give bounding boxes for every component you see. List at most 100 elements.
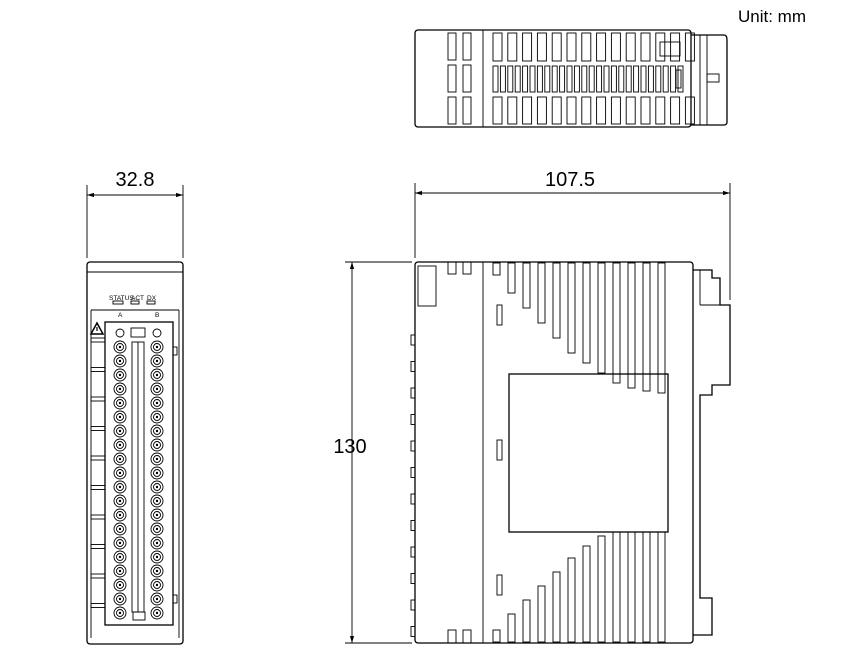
vent-slot bbox=[552, 571, 561, 643]
terminal-screw bbox=[150, 522, 164, 536]
vent-slot bbox=[507, 96, 518, 125]
vent-slot bbox=[507, 32, 518, 62]
terminal-screw bbox=[113, 592, 127, 606]
side-rib bbox=[410, 440, 416, 452]
vent-slot bbox=[655, 96, 666, 125]
terminal-screw bbox=[155, 611, 159, 615]
terminal-screw bbox=[155, 387, 159, 391]
vent-slot bbox=[647, 65, 654, 93]
vent-slot bbox=[552, 262, 561, 339]
terminal-screw bbox=[113, 550, 127, 564]
terminal-screw bbox=[116, 539, 124, 547]
terminal-screw bbox=[153, 525, 161, 533]
terminal-screw bbox=[153, 413, 161, 421]
terminal-screw bbox=[116, 455, 124, 463]
vent-slot bbox=[462, 32, 472, 61]
terminal-screw bbox=[118, 555, 122, 559]
terminal-screw bbox=[113, 396, 127, 410]
vent-slot bbox=[573, 65, 580, 93]
vent-slot bbox=[582, 262, 591, 364]
vent-slot bbox=[447, 64, 457, 93]
terminal-screw bbox=[155, 457, 159, 461]
width-value: 32.8 bbox=[116, 169, 155, 191]
side-rib bbox=[410, 361, 416, 372]
front-rib bbox=[90, 426, 106, 431]
terminal-screw bbox=[155, 569, 159, 573]
vent-slot bbox=[567, 557, 576, 643]
terminal-screw bbox=[116, 357, 124, 365]
vent-slot bbox=[522, 96, 533, 125]
terminal-screw bbox=[150, 480, 164, 494]
vent-slot bbox=[596, 96, 607, 125]
side-rib bbox=[410, 573, 416, 584]
terminal-screw bbox=[116, 427, 124, 435]
front-rib bbox=[90, 485, 106, 490]
terminal-screw bbox=[153, 511, 161, 519]
terminal-screw bbox=[155, 415, 159, 419]
terminal-screw bbox=[113, 424, 127, 438]
terminal-screw bbox=[116, 385, 124, 393]
side-rib bbox=[410, 520, 416, 531]
terminal-screw bbox=[150, 466, 164, 480]
depth-value: 107.5 bbox=[545, 169, 595, 191]
terminal-screw bbox=[150, 564, 164, 578]
warning-icon bbox=[89, 321, 105, 335]
terminal-screw bbox=[113, 466, 127, 480]
terminal-screw bbox=[116, 399, 124, 407]
side-rib bbox=[410, 493, 416, 505]
vent-slot bbox=[559, 65, 566, 93]
terminal-screw bbox=[150, 382, 164, 396]
latch bbox=[496, 439, 503, 461]
side-rib bbox=[410, 546, 416, 558]
vent-slot bbox=[536, 32, 547, 62]
terminal-screw bbox=[155, 541, 159, 545]
vent-slot bbox=[536, 65, 543, 93]
terminal-screw bbox=[113, 368, 127, 382]
vent-slot bbox=[462, 629, 472, 644]
terminal-screw bbox=[118, 471, 122, 475]
vent-slot bbox=[655, 32, 666, 62]
terminal-screw bbox=[118, 513, 122, 517]
vent-slot bbox=[610, 96, 621, 125]
terminal-screw bbox=[155, 471, 159, 475]
terminal-screw bbox=[113, 564, 127, 578]
terminal-screw bbox=[118, 443, 122, 447]
terminal-screw bbox=[153, 427, 161, 435]
side-rib bbox=[410, 387, 416, 399]
terminal-screw bbox=[118, 387, 122, 391]
vent-slot bbox=[582, 545, 591, 643]
terminal-screw bbox=[116, 553, 124, 561]
vent-slot bbox=[597, 262, 606, 374]
terminal-screw bbox=[113, 410, 127, 424]
terminal-screw bbox=[153, 441, 161, 449]
vent-slot bbox=[529, 65, 536, 93]
terminal-screw bbox=[150, 368, 164, 382]
terminal-screw bbox=[153, 539, 161, 547]
vent-slot bbox=[596, 65, 603, 93]
vent-slot bbox=[551, 96, 562, 125]
terminal-screw bbox=[113, 508, 127, 522]
terminal-screw bbox=[118, 541, 122, 545]
terminal-screw bbox=[153, 581, 161, 589]
terminal-screw bbox=[116, 497, 124, 505]
front-rib bbox=[90, 337, 106, 343]
terminal-screw bbox=[150, 438, 164, 452]
terminal-screw bbox=[153, 567, 161, 575]
terminal-screw bbox=[150, 592, 164, 606]
front-rib bbox=[90, 603, 106, 608]
front-rib bbox=[90, 514, 106, 520]
terminal-screw bbox=[118, 401, 122, 405]
side-rib bbox=[410, 414, 416, 425]
vent-slot bbox=[462, 96, 472, 125]
vent-slot bbox=[537, 585, 546, 643]
vent-slot bbox=[610, 32, 621, 62]
vent-slot bbox=[566, 65, 573, 93]
terminal-screw bbox=[155, 359, 159, 363]
vent-slot bbox=[610, 65, 617, 93]
terminal-screw bbox=[116, 371, 124, 379]
terminal-screw bbox=[153, 469, 161, 477]
vent-slot bbox=[612, 531, 621, 643]
terminal-screw bbox=[116, 609, 124, 617]
terminal-screw bbox=[155, 429, 159, 433]
terminal-screw bbox=[118, 583, 122, 587]
